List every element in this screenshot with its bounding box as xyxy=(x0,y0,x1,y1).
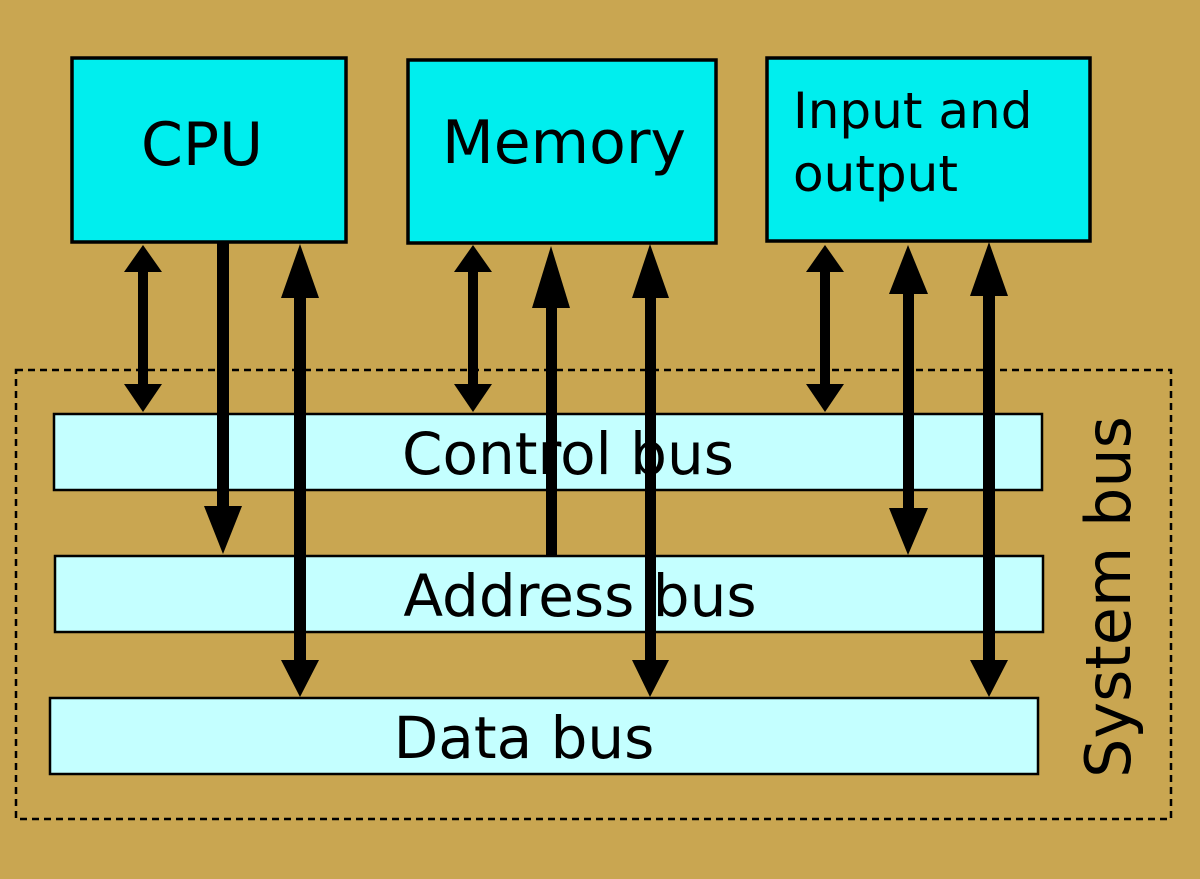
connection-arrows xyxy=(124,242,1008,697)
cpu-box xyxy=(70,56,348,244)
arrow-cpu-control xyxy=(124,245,162,412)
input-output-label-line-2: output xyxy=(793,145,958,203)
memory-label: Memory xyxy=(442,108,686,178)
system-bus-label: System bus xyxy=(1072,416,1145,778)
arrow-memory-address xyxy=(532,246,570,556)
input-output-label-line-1: Input and xyxy=(793,82,1032,140)
memory-box xyxy=(406,58,718,245)
arrow-memory-data xyxy=(632,244,669,697)
arrow-memory-control xyxy=(454,245,492,412)
data-bus-bar xyxy=(48,696,1040,776)
arrow-cpu-data xyxy=(281,244,319,697)
cpu-label: CPU xyxy=(141,110,263,180)
control-bus-label: Control bus xyxy=(402,420,734,488)
arrow-io-data xyxy=(970,242,1008,697)
address-bus-label: Address bus xyxy=(403,562,756,630)
arrow-io-address xyxy=(889,245,928,555)
data-bus-label: Data bus xyxy=(394,704,655,772)
input-output-box xyxy=(765,56,1092,243)
arrow-cpu-address xyxy=(204,243,242,554)
system-bus-boundary xyxy=(14,368,1173,821)
arrow-io-control xyxy=(806,245,844,412)
